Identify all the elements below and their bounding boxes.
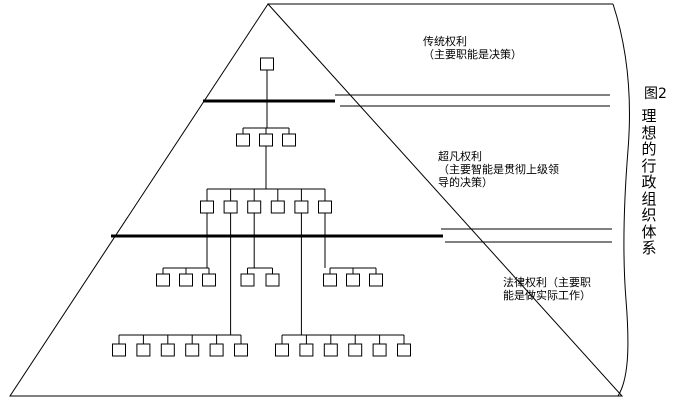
tier-1-note: （主要职能是决策） — [423, 48, 522, 61]
org-node-level-5 — [160, 343, 175, 357]
org-node-level-3 — [294, 200, 309, 214]
org-node-level-3 — [318, 200, 332, 214]
org-node-level-5 — [397, 343, 411, 357]
org-node-level-5 — [275, 343, 289, 357]
figure-title-char: 组 — [641, 189, 657, 208]
figure-title-char: 政 — [641, 173, 657, 191]
org-node-level-3 — [247, 200, 262, 214]
org-node-level-5 — [348, 343, 363, 357]
tier-3-note: 能是做实际工作） — [503, 289, 591, 302]
figure-title-vertical: 理想的行政组织体系 — [640, 108, 658, 257]
org-node-level-5 — [299, 343, 314, 357]
org-node-level-5 — [234, 343, 248, 357]
org-chart — [112, 57, 411, 357]
right-brace — [612, 3, 630, 397]
figure-number: 图2 — [644, 86, 667, 102]
figure-title-char: 想 — [641, 123, 657, 142]
tier-2-title: 超凡权利 — [438, 150, 482, 163]
org-node-level-4 — [156, 273, 170, 287]
figure-title-char: 织 — [641, 206, 657, 224]
tier-3-title: 法律权利（主要职 — [503, 276, 591, 289]
org-node-level-4 — [179, 273, 193, 287]
org-node-level-3 — [223, 200, 238, 214]
org-node-level-5 — [136, 343, 151, 357]
tier-2-note-line-2: 导的决策） — [438, 176, 493, 189]
org-node-level-1 — [260, 57, 274, 71]
org-node-level-5 — [323, 343, 338, 357]
figure-title-char: 体 — [641, 222, 657, 241]
org-node-level-4 — [202, 273, 216, 287]
org-node-level-4 — [240, 273, 255, 287]
org-node-level-3 — [270, 200, 285, 214]
org-node-level-4 — [265, 273, 280, 287]
org-node-level-4 — [323, 273, 337, 287]
org-node-level-2 — [282, 133, 296, 147]
figure-title-char: 的 — [641, 140, 657, 158]
org-node-level-5 — [372, 343, 387, 357]
org-node-level-5 — [209, 343, 224, 357]
figure-title-char: 行 — [641, 156, 657, 175]
tier-1-title: 传统权利 — [423, 35, 467, 48]
tier-2-note-line-1: （主要智能是贯彻上级领 — [438, 163, 559, 176]
org-node-level-2 — [259, 133, 273, 147]
org-node-level-4 — [346, 273, 360, 287]
org-node-level-5 — [112, 343, 126, 357]
figure-title-char: 系 — [641, 239, 657, 257]
pyramid-outline — [9, 3, 624, 397]
org-node-level-4 — [369, 273, 383, 287]
org-node-level-5 — [185, 343, 200, 357]
org-node-level-3 — [200, 200, 214, 214]
org-node-level-2 — [236, 133, 250, 147]
figure-title-char: 理 — [641, 107, 657, 125]
